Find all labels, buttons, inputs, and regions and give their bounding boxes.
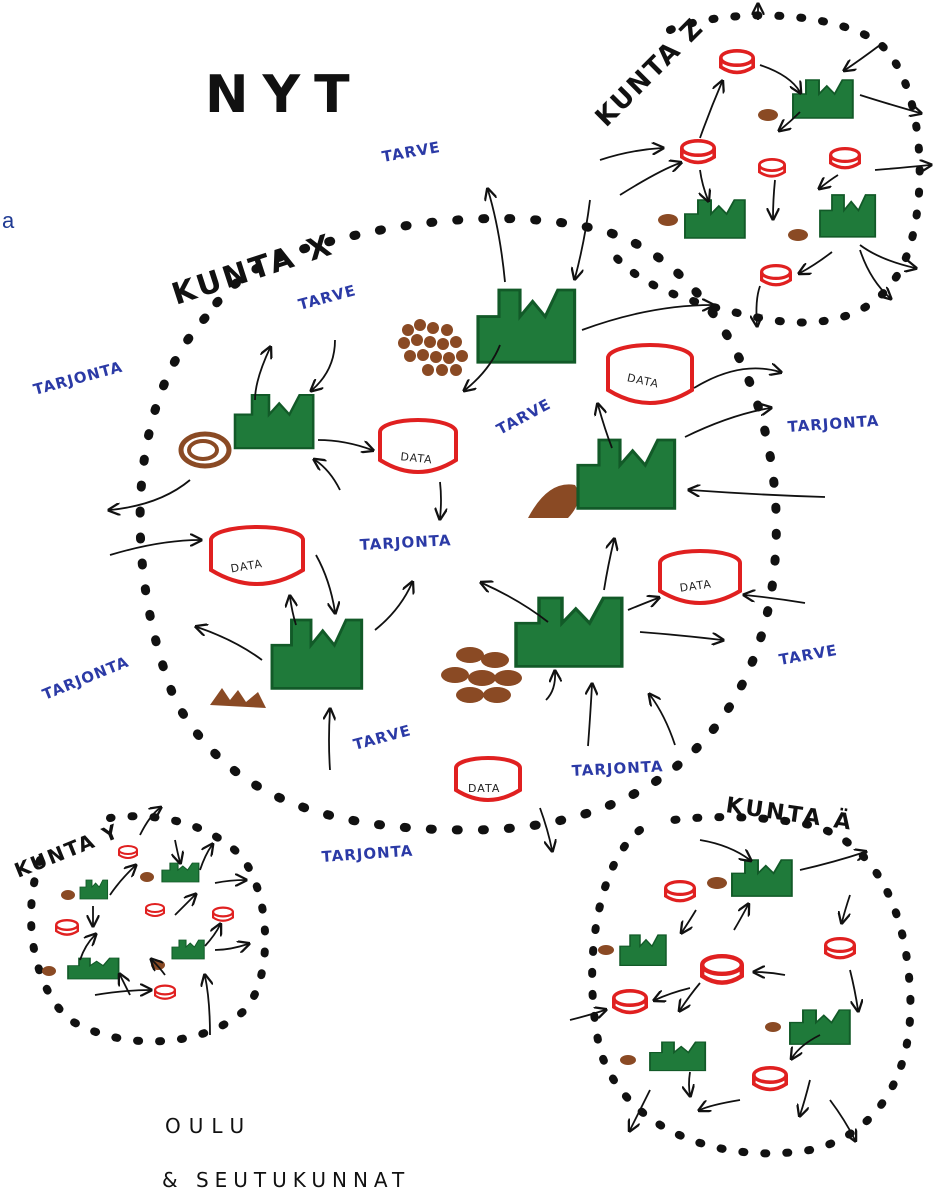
data-label: DATA [400,450,434,466]
pile-icon [61,890,75,900]
data-store-icon [154,984,176,1000]
factory-icon [514,596,624,669]
data-store-icon [55,919,80,936]
pile-icon [765,1022,781,1032]
factory-icon [67,957,120,980]
pile-icon [42,966,56,976]
data-store-icon [611,988,649,1015]
label-tarve: TARVE [778,641,839,669]
data-store-icon [679,139,717,165]
factories [67,79,877,1072]
boundary-kunta-a [588,813,915,1158]
data-store-icon: DATA [454,756,522,802]
boundary-kunta-x [135,214,781,835]
pile-icon [758,109,778,121]
label-kunta-z: KUNTA Z [590,13,710,133]
factory-icon [789,1009,851,1046]
data-store-icon [759,264,793,287]
label-tarjonta: TARJONTA [359,531,452,554]
title-nyt: NYT [205,65,364,125]
data-store-icon [758,157,786,178]
data-label: DATA [230,557,264,575]
factory-icon [792,79,854,119]
pile-icon [178,431,232,469]
factory-icon [684,199,746,239]
label-tarjonta: TARJONTA [321,842,414,866]
label-tarve: TARVE [351,721,413,754]
data-store-icon [663,879,697,903]
data-store-icon: DATA [378,418,458,474]
data-label: DATA [468,782,500,795]
pile-icon [598,945,614,955]
factory-icon [619,934,667,967]
footer-line1: OULU [165,1114,252,1138]
data-store-icon [718,48,756,75]
data-store-icon [212,906,234,922]
factory-icon [731,859,793,898]
flow-labels: TARVE TARVE TARJONTA TARVE TARJONTA TARJ… [31,138,879,866]
label-tarjonta: TARJONTA [571,757,664,780]
factory-icon [649,1041,707,1072]
boundary-kunta-y [27,812,270,1046]
factory-icon [819,194,877,238]
pile-icon [398,319,468,376]
label-tarve: TARVE [296,281,358,314]
pile-icon [441,647,522,703]
label-tarjonta: TARJONTA [787,412,880,436]
pile-icon [707,877,727,889]
pile-icon [528,484,579,518]
data-label: DATA [679,577,713,594]
factory-icon [79,879,109,900]
data-store-icon [145,903,165,917]
label-kunta-a: KUNTA Ä [724,792,855,836]
label-kunta-y: KUNTA Y [11,819,123,883]
data-store-icon [118,845,138,859]
factory-icon [270,618,364,690]
data-store-icon: DATA [209,525,305,586]
label-tarjonta: TARJONTA [31,358,124,399]
pile-icon [210,688,266,708]
factory-icon [576,438,677,510]
label-tarve: TARVE [381,138,442,166]
pile-icon [140,872,154,882]
factory-icon [476,288,577,364]
pile-icon [658,214,678,226]
footer-line2: & SEUTUKUNNAT [162,1168,410,1192]
edge-text-fragment: a [2,208,15,233]
pile-icon [788,229,808,241]
resource-piles [42,109,808,1065]
factory-icon [171,939,205,960]
pile-icon [620,1055,636,1065]
data-stores: DATA DATA DATA DATA DATA [55,48,862,1092]
data-store-icon: DATA [658,549,742,605]
data-store-icon [828,147,862,170]
factory-icon [233,393,315,450]
data-store-icon [823,936,857,960]
label-tarve: TARVE [493,395,554,439]
label-tarjonta: TARJONTA [40,653,132,704]
data-store-icon [751,1066,789,1092]
factory-icon [161,862,200,883]
data-store-icon [702,956,742,982]
data-store-icon: DATA [606,343,694,405]
flow-arrows [79,5,930,1140]
